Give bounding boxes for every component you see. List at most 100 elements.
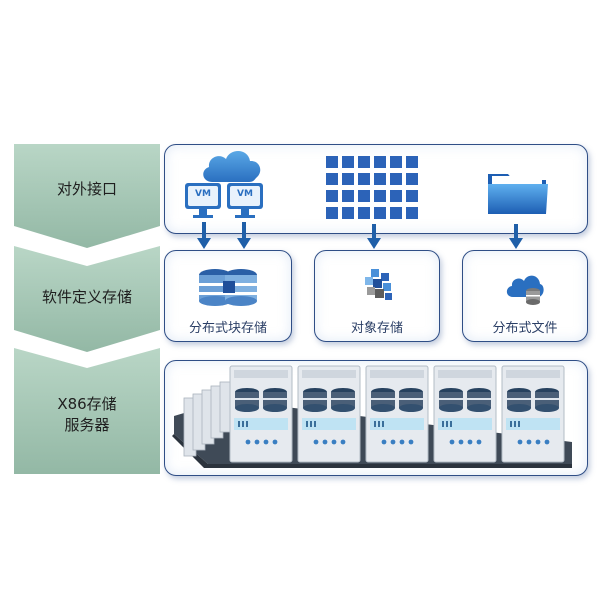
- server-vent: [382, 421, 384, 427]
- vm-monitor-icon: VM: [184, 182, 222, 220]
- object-grid-icon: [326, 156, 418, 219]
- grid-square: [406, 207, 418, 219]
- disk-line: [331, 398, 355, 400]
- grid-square: [358, 207, 370, 219]
- layer-label-software: 软件定义存储: [41, 288, 132, 306]
- server-vent: [374, 421, 376, 427]
- server-led: [263, 439, 269, 445]
- server-led: [517, 439, 523, 445]
- disk-bottom: [235, 404, 259, 412]
- server-top-strip: [438, 370, 492, 378]
- layer-chevron-hardware: X86存储 服务器: [14, 348, 160, 474]
- block-storage-icon: [199, 269, 257, 306]
- grid-square: [374, 207, 386, 219]
- server-unit: [365, 365, 429, 463]
- server-unit: [297, 365, 361, 463]
- disk-bottom: [371, 404, 395, 412]
- disk-line: [439, 398, 463, 400]
- grid-square: [326, 156, 338, 168]
- service-panel-file: 分布式文件: [462, 250, 588, 342]
- disk-bottom: [467, 404, 491, 412]
- server-vent: [306, 421, 308, 427]
- service-panel-block: 分布式块存储: [164, 250, 292, 342]
- disk-bottom: [507, 404, 531, 412]
- server-led: [313, 439, 319, 445]
- server-led: [272, 439, 278, 445]
- folder-icon: [488, 174, 548, 214]
- server-unit: [501, 365, 565, 463]
- server-vent: [378, 421, 380, 427]
- server-vent: [246, 421, 248, 427]
- object-storage-icon: [365, 269, 392, 300]
- grid-square: [326, 207, 338, 219]
- server-vent: [510, 421, 512, 427]
- cloud-icon: [203, 150, 261, 182]
- grid-square: [342, 173, 354, 185]
- disk-line: [235, 398, 259, 400]
- disk-bottom: [535, 404, 559, 412]
- grid-square: [342, 207, 354, 219]
- server-vent: [442, 421, 444, 427]
- arrow-icon: [237, 222, 251, 249]
- service-label-file: 分布式文件: [492, 321, 558, 336]
- disk-bottom: [263, 404, 287, 412]
- grid-square: [358, 173, 370, 185]
- grid-square: [390, 207, 402, 219]
- server-led: [467, 439, 473, 445]
- server-led: [254, 439, 260, 445]
- server-platform-edge: [172, 434, 572, 468]
- server-led: [399, 439, 405, 445]
- grid-square: [406, 190, 418, 202]
- disk-line: [507, 398, 531, 400]
- disk-bottom: [399, 404, 423, 412]
- server-unit: [229, 365, 293, 463]
- server-vent: [518, 421, 520, 427]
- disk-line: [399, 398, 423, 400]
- server-top-strip: [234, 370, 288, 378]
- server-led: [476, 439, 482, 445]
- arrow-icon: [197, 222, 211, 249]
- server-vent: [446, 421, 448, 427]
- vm-badge-1: VM: [195, 189, 211, 199]
- vm-monitor-icon: VM: [226, 182, 264, 220]
- file-storage-icon: [506, 275, 544, 305]
- server-led: [449, 439, 455, 445]
- disk-line: [303, 398, 327, 400]
- disk-line: [263, 398, 287, 400]
- grid-square: [390, 173, 402, 185]
- layer-label-hardware: X86存储 服务器: [57, 395, 117, 434]
- server-top-strip: [302, 370, 356, 378]
- grid-square: [342, 156, 354, 168]
- grid-square: [374, 190, 386, 202]
- service-panel-object: 对象存储: [314, 250, 440, 342]
- grid-square: [358, 156, 370, 168]
- grid-square: [390, 190, 402, 202]
- disk-bottom: [439, 404, 463, 412]
- arrow-icon: [509, 224, 523, 249]
- server-unit: [433, 365, 497, 463]
- grid-square: [326, 173, 338, 185]
- server-rack-icon: [172, 365, 572, 468]
- server-led: [408, 439, 414, 445]
- server-vent: [314, 421, 316, 427]
- server-vent: [450, 421, 452, 427]
- server-led: [526, 439, 532, 445]
- disk-bottom: [303, 404, 327, 412]
- layer-label-interface: 对外接口: [56, 180, 117, 198]
- layer-chevron-interface: 对外接口: [14, 144, 160, 248]
- server-vent: [514, 421, 516, 427]
- disk-bottom: [331, 404, 355, 412]
- server-led: [458, 439, 464, 445]
- grid-square: [358, 190, 370, 202]
- server-led: [340, 439, 346, 445]
- server-vent: [238, 421, 240, 427]
- disk-line: [371, 398, 395, 400]
- server-led: [331, 439, 337, 445]
- grid-square: [390, 156, 402, 168]
- grid-square: [342, 190, 354, 202]
- server-led: [322, 439, 328, 445]
- grid-square: [406, 173, 418, 185]
- server-led: [381, 439, 387, 445]
- disk-line: [535, 398, 559, 400]
- grid-square: [374, 156, 386, 168]
